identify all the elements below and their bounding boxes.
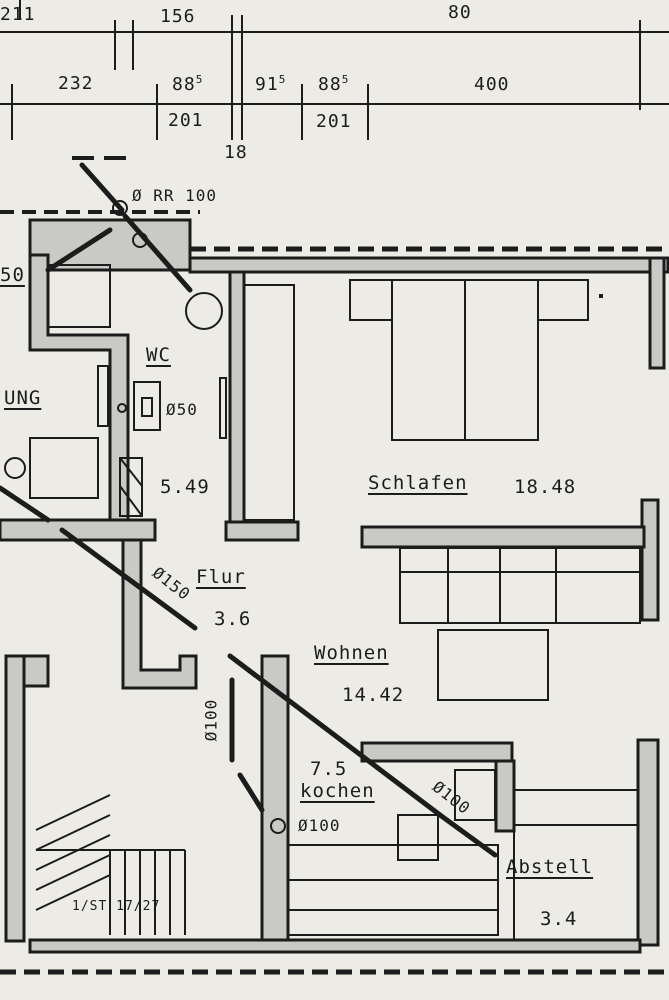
dimension-row2-c: 915 bbox=[255, 74, 286, 94]
room-label-kochen: kochen bbox=[300, 780, 375, 802]
dimension-row2-e: 400 bbox=[474, 74, 510, 95]
dimension-top-right: 80 bbox=[448, 2, 472, 23]
sink bbox=[133, 381, 161, 431]
stair-label: 1/ST 17/27 bbox=[72, 899, 161, 914]
room-area-wohnen: 14.42 bbox=[342, 684, 405, 706]
pipe-label-rr: Ø RR 100 bbox=[132, 186, 218, 205]
dimension-row3-b: 201 bbox=[316, 111, 352, 132]
table bbox=[437, 629, 549, 701]
sofa bbox=[399, 547, 641, 624]
dimension-row3-a: 201 bbox=[168, 110, 204, 131]
pipe-label-kochen: Ø100 bbox=[298, 816, 341, 835]
stair bbox=[35, 794, 186, 935]
dimension-row2-d: 885 bbox=[318, 74, 349, 94]
dimension-row2-b-value: 88 bbox=[172, 74, 196, 95]
room-label-left-top: 50 bbox=[0, 264, 25, 286]
room-label-wohnen: Wohnen bbox=[314, 642, 389, 664]
dimension-row2-b: 885 bbox=[172, 74, 203, 94]
dimension-row3-c: 18 bbox=[224, 142, 248, 163]
room-area-flur: 3.6 bbox=[214, 608, 252, 630]
pipe-label-vertical: Ø100 bbox=[201, 698, 221, 742]
room-label-abstell: Abstell bbox=[506, 856, 594, 878]
room-label-wc: WC bbox=[146, 344, 171, 366]
toilet bbox=[185, 292, 223, 330]
walls bbox=[0, 218, 669, 954]
dimension-row2-d-sup: 5 bbox=[341, 73, 350, 86]
dimension-row2-d-value: 88 bbox=[318, 74, 342, 95]
room-label-schlafen: Schlafen bbox=[368, 472, 468, 494]
dimension-top-left: 211 bbox=[0, 4, 36, 25]
room-area-abstell: 3.4 bbox=[540, 908, 578, 930]
dimension-top-mid: 156 bbox=[160, 6, 196, 27]
pipe-label-wc: Ø50 bbox=[166, 400, 198, 419]
room-area-kochen: 7.5 bbox=[310, 758, 348, 780]
dimension-row2-b-sup: 5 bbox=[195, 73, 204, 86]
dimension-row2-c-value: 91 bbox=[255, 74, 279, 95]
room-area-schlafen: 18.48 bbox=[514, 476, 577, 498]
room-area-wc: 5.49 bbox=[160, 476, 210, 498]
wardrobe bbox=[243, 284, 295, 521]
dimension-row2-a: 232 bbox=[58, 73, 94, 94]
pipes bbox=[0, 162, 498, 858]
room-label-left: UNG bbox=[4, 387, 42, 409]
dimension-row2-c-sup: 5 bbox=[278, 73, 287, 86]
room-label-flur: Flur bbox=[196, 566, 246, 588]
